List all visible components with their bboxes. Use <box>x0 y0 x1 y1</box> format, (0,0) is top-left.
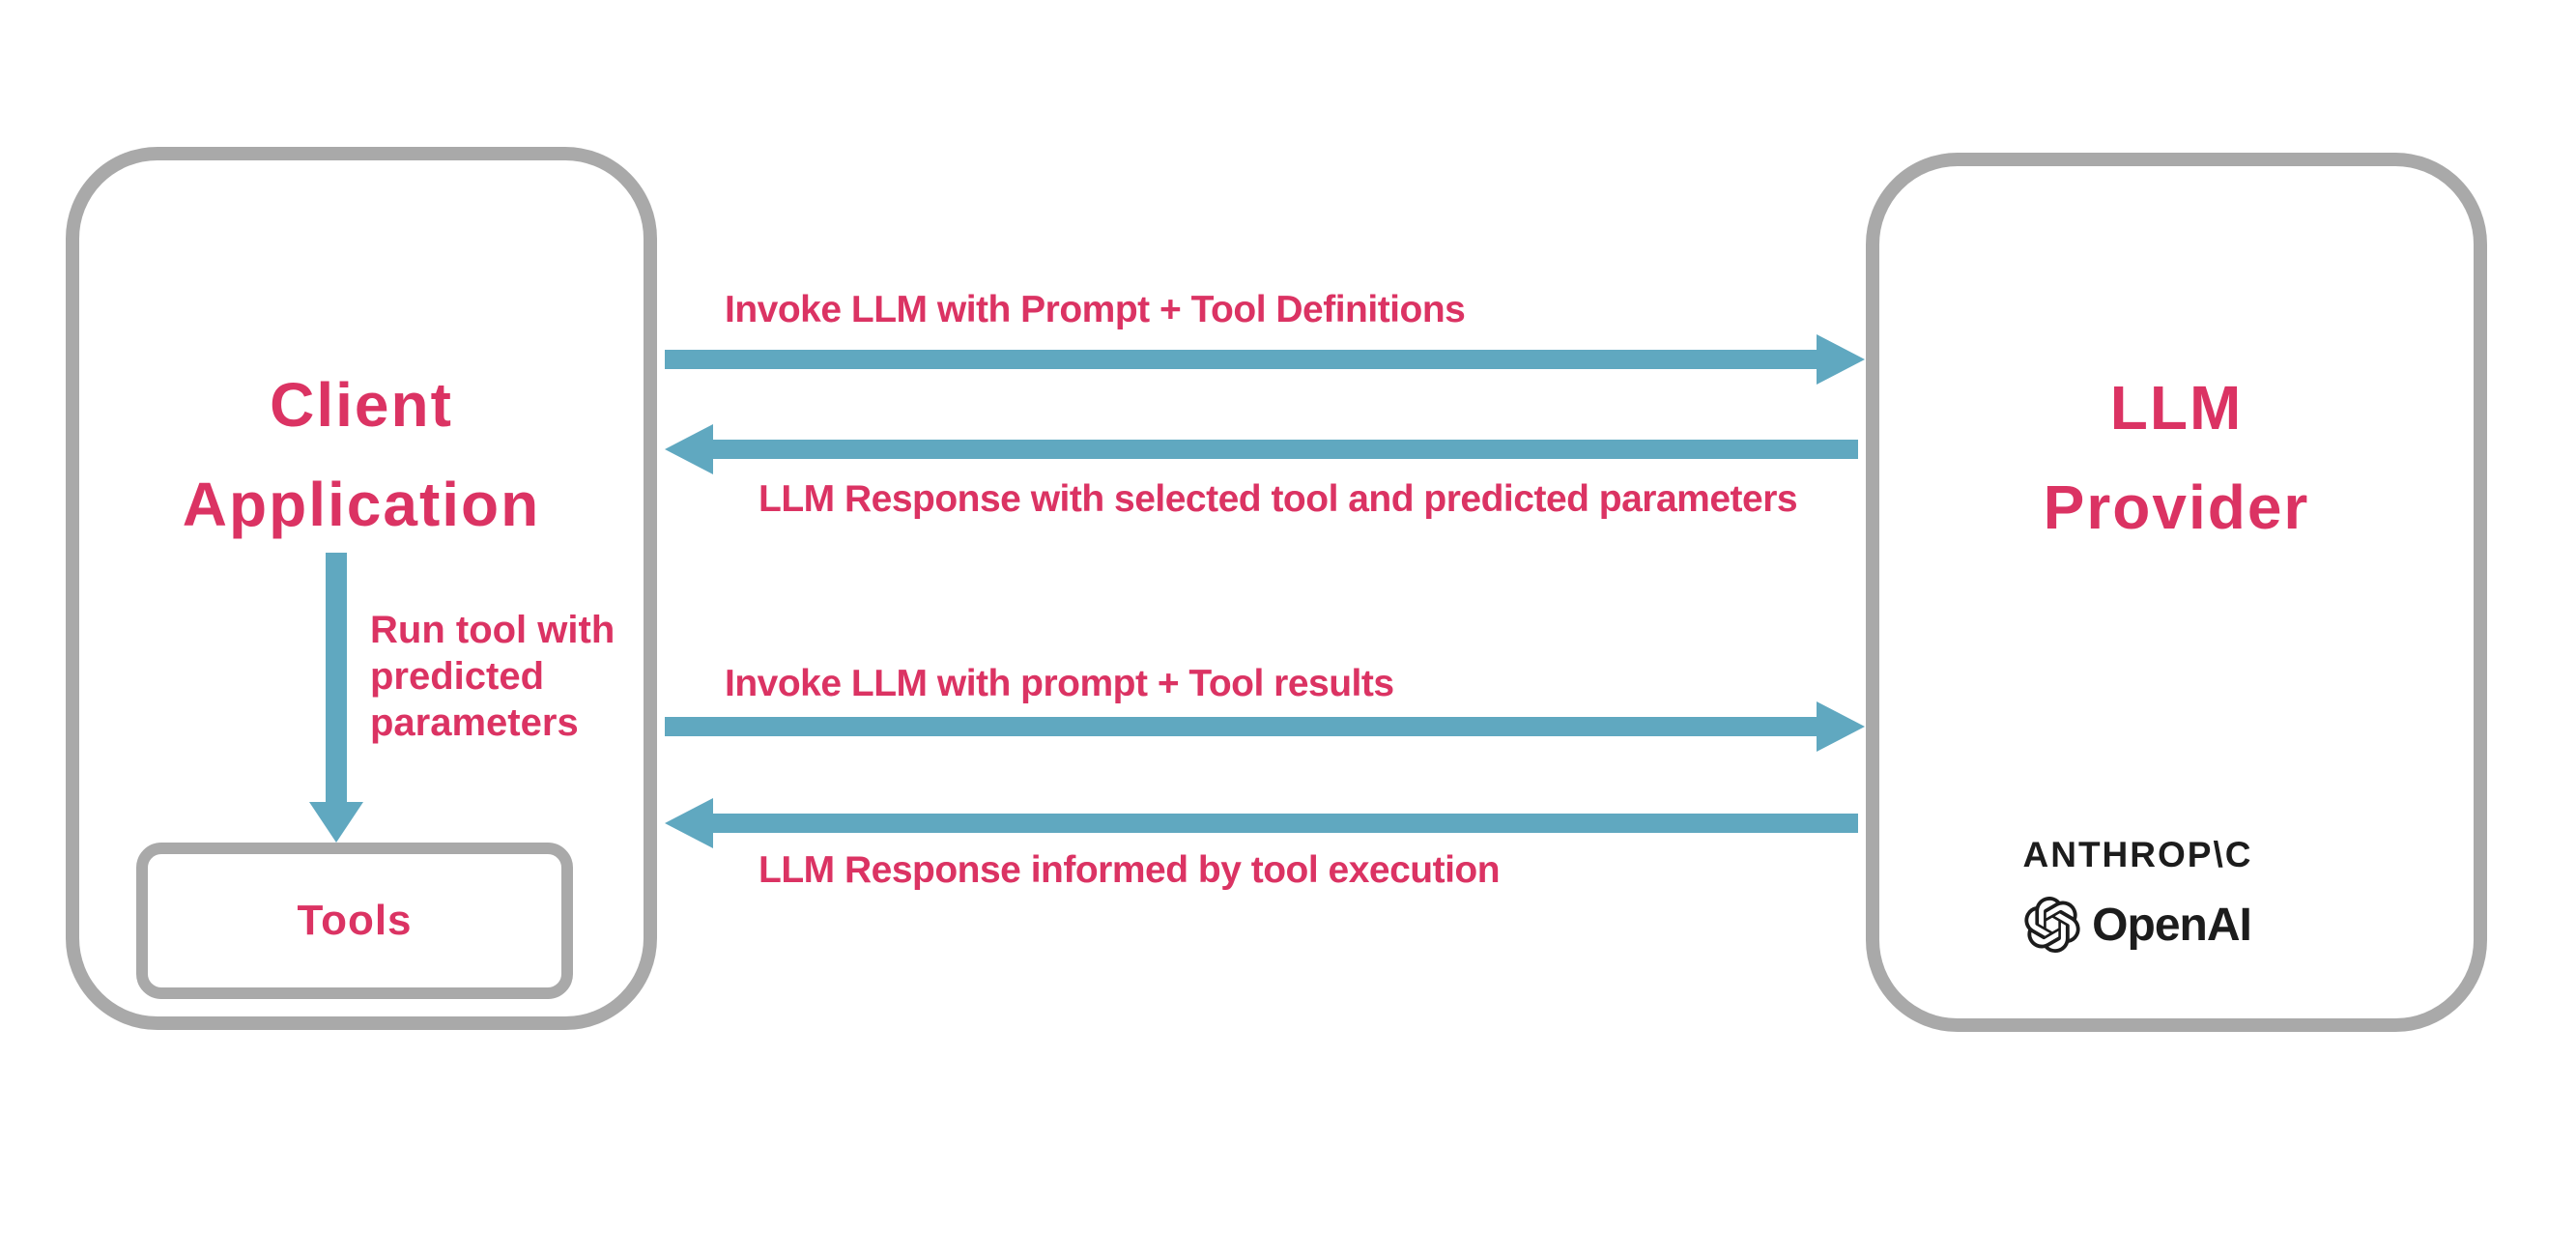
client-title-line2: Application <box>182 470 541 539</box>
arrow-request1-head-icon <box>1817 334 1865 385</box>
client-title-line1: Client <box>270 370 453 440</box>
client-application-title: Client Application <box>66 356 657 555</box>
arrow-label-request1: Invoke LLM with Prompt + Tool Definition… <box>725 289 1466 330</box>
arrow-label-response1: LLM Response with selected tool and pred… <box>758 478 1798 520</box>
run-tool-label: Run tool with predicted parameters <box>370 607 689 746</box>
provider-logos: ANTHROP\C OpenAI <box>1827 835 2448 953</box>
arrow-response2-shaft <box>713 814 1858 833</box>
run-tool-label-line2: predicted <box>370 655 545 698</box>
tools-box: Tools <box>136 843 573 999</box>
openai-icon <box>2024 897 2080 953</box>
arrow-response2-head-icon <box>665 798 713 848</box>
arrow-label-request2: Invoke LLM with prompt + Tool results <box>725 663 1394 704</box>
openai-logo: OpenAI <box>2024 897 2252 953</box>
run-tool-arrow-head-icon <box>309 802 363 843</box>
llm-title-line1: LLM <box>2109 373 2244 443</box>
run-tool-label-line1: Run tool with <box>370 609 615 651</box>
arrow-request1-shaft <box>665 350 1818 369</box>
run-tool-label-line3: parameters <box>370 701 579 744</box>
tools-label: Tools <box>297 897 413 944</box>
arrow-request2-head-icon <box>1817 701 1865 752</box>
arrow-response1-head-icon <box>665 424 713 474</box>
llm-title-line2: Provider <box>2043 472 2310 542</box>
llm-provider-box <box>1866 153 2487 1032</box>
openai-wordmark: OpenAI <box>2092 899 2252 951</box>
arrow-label-response2: LLM Response informed by tool execution <box>758 849 1501 891</box>
arrow-response1-shaft <box>713 440 1858 459</box>
run-tool-arrow-shaft <box>326 553 347 802</box>
anthropic-logo: ANTHROP\C <box>2022 835 2253 874</box>
arrow-request2-shaft <box>665 717 1818 736</box>
llm-provider-title: LLM Provider <box>1866 358 2487 558</box>
